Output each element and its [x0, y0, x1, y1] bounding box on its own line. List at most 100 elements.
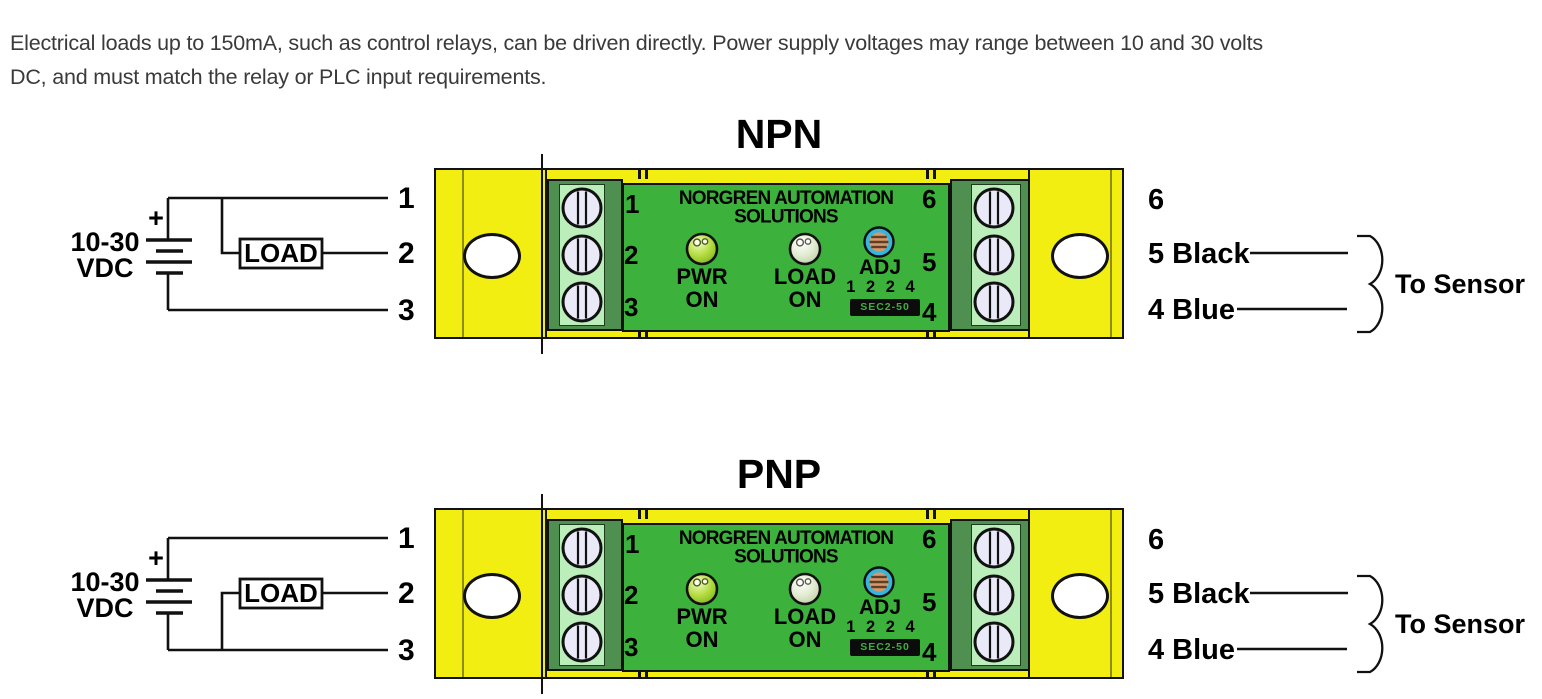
terminal-screw-icon [561, 187, 603, 229]
sensor-side: 6 5 Black 4 Blue To Sensor [1148, 524, 1526, 674]
pin-label-3: 3 [398, 294, 415, 327]
pin-label-2: 2 [398, 237, 415, 270]
edge-tick [645, 170, 648, 179]
terminal-number-1: 1 [625, 529, 640, 559]
output-pin-4: 4 Blue [1148, 294, 1235, 326]
edge-tick [645, 668, 648, 677]
pin-label-3: 3 [398, 634, 415, 667]
pwr-led-icon [685, 572, 719, 606]
edge-tick [926, 668, 929, 677]
diagram-title: PNP [736, 451, 822, 497]
terminal-number-4: 4 [922, 637, 937, 667]
edge-tick [638, 328, 641, 337]
pwr-label-line2: ON [685, 626, 719, 652]
supply-voltage-label: 10-30 [70, 567, 139, 597]
pwr-label-line2: ON [685, 286, 719, 312]
supply-unit-label: VDC [76, 253, 133, 283]
section-line [541, 154, 543, 354]
edge-tick [933, 170, 936, 179]
edge-tick [645, 510, 648, 519]
flange-edge-line [462, 510, 464, 677]
terminal-screw-icon [973, 527, 1015, 569]
load-led-label: LOAD ON [763, 605, 847, 652]
battery-plus-sign: + [148, 543, 164, 573]
edge-tick [638, 170, 641, 179]
terminal-screws [973, 527, 1015, 663]
interface-module: NORGREN AUTOMATION SOLUTIONS 1 2 3 6 5 4… [434, 168, 1124, 339]
terminal-number-6: 6 [922, 524, 937, 554]
output-pin-6: 6 [1148, 524, 1164, 556]
diagram-npn: NPN + 10-30 VDC LOAD 1 2 3 [0, 100, 1542, 400]
edge-tick [933, 668, 936, 677]
terminal-number-2: 2 [624, 240, 639, 270]
diagram-title: NPN [735, 111, 823, 157]
pwr-label-line1: PWR [676, 604, 728, 629]
terminal-screws [973, 187, 1015, 323]
interface-module: NORGREN AUTOMATION SOLUTIONS 1 2 3 6 5 4… [434, 508, 1124, 679]
load-branch-wire [220, 591, 240, 650]
terminal-screw-icon [561, 234, 603, 276]
mounting-hole-right [1051, 233, 1109, 279]
supply-circuit: + 10-30 VDC LOAD 1 2 3 [70, 182, 415, 327]
intro-line-1: Electrical loads up to 150mA, such as co… [10, 30, 1263, 55]
mounting-hole-left [463, 233, 521, 279]
terminal-screw-icon [973, 281, 1015, 323]
pin-label-1: 1 [398, 522, 415, 555]
terminal-screw-icon [973, 234, 1015, 276]
adj-pot-icon [863, 226, 895, 258]
load-label: LOAD [244, 578, 318, 608]
model-badge: SEC2-50 [850, 639, 920, 656]
output-pin-6: 6 [1148, 184, 1164, 216]
pin-label-2: 2 [398, 577, 415, 610]
terminal-screw-icon [973, 187, 1015, 229]
pwr-led-label: PWR ON [660, 264, 744, 312]
adj-label: ADJ [858, 256, 901, 279]
adj-scale: 1 2 2 4 [846, 618, 918, 636]
brace-icon [1357, 574, 1384, 674]
terminal-screw-icon [973, 621, 1015, 663]
terminal-block-left [547, 519, 623, 671]
edge-tick [645, 328, 648, 337]
flange-boundary-left [545, 170, 547, 337]
edge-tick [638, 510, 641, 519]
terminal-number-1: 1 [625, 189, 640, 219]
terminal-number-3: 3 [624, 632, 639, 662]
load-led-label: LOAD ON [763, 265, 847, 312]
edge-tick [926, 328, 929, 337]
mounting-hole-left [463, 573, 521, 619]
intro-text: Electrical loads up to 150mA, such as co… [10, 26, 1448, 94]
terminal-screws [561, 187, 603, 323]
terminal-number-6: 6 [922, 184, 937, 214]
terminal-number-5: 5 [922, 247, 937, 277]
terminal-screw-icon [561, 621, 603, 663]
pwr-label-line1: PWR [676, 264, 728, 289]
terminal-block-left [547, 179, 623, 331]
load-label-line2: ON [788, 286, 822, 312]
battery-icon [146, 538, 192, 650]
sensor-side: 6 5 Black 4 Blue To Sensor [1148, 184, 1526, 334]
load-box: LOAD [238, 237, 324, 270]
supply-unit-label: VDC [76, 593, 133, 623]
brand-line-2: SOLUTIONS [734, 545, 838, 568]
battery-icon [146, 198, 192, 310]
brand-line-1: NORGREN AUTOMATION [678, 527, 894, 550]
load-label-line2: ON [788, 626, 822, 652]
to-sensor-label: To Sensor [1395, 609, 1526, 639]
terminal-number-3: 3 [624, 292, 639, 322]
edge-tick [926, 510, 929, 519]
terminal-number-4: 4 [922, 297, 937, 327]
load-led-icon [788, 572, 822, 606]
flange-boundary-left [545, 510, 547, 677]
output-pin-4: 4 Blue [1148, 634, 1235, 666]
mounting-hole-right [1051, 573, 1109, 619]
adj-pot-icon [863, 566, 895, 598]
brand-text: NORGREN AUTOMATION SOLUTIONS [622, 187, 950, 226]
adj-label: ADJ [858, 596, 901, 619]
diagram-pnp: PNP + 10-30 VDC LOAD 1 2 3 [0, 440, 1542, 699]
terminal-number-2: 2 [624, 580, 639, 610]
brand-line-1: NORGREN AUTOMATION [678, 187, 894, 210]
terminal-screws [561, 527, 603, 663]
terminal-screw-icon [561, 574, 603, 616]
pwr-led-icon [685, 232, 719, 266]
